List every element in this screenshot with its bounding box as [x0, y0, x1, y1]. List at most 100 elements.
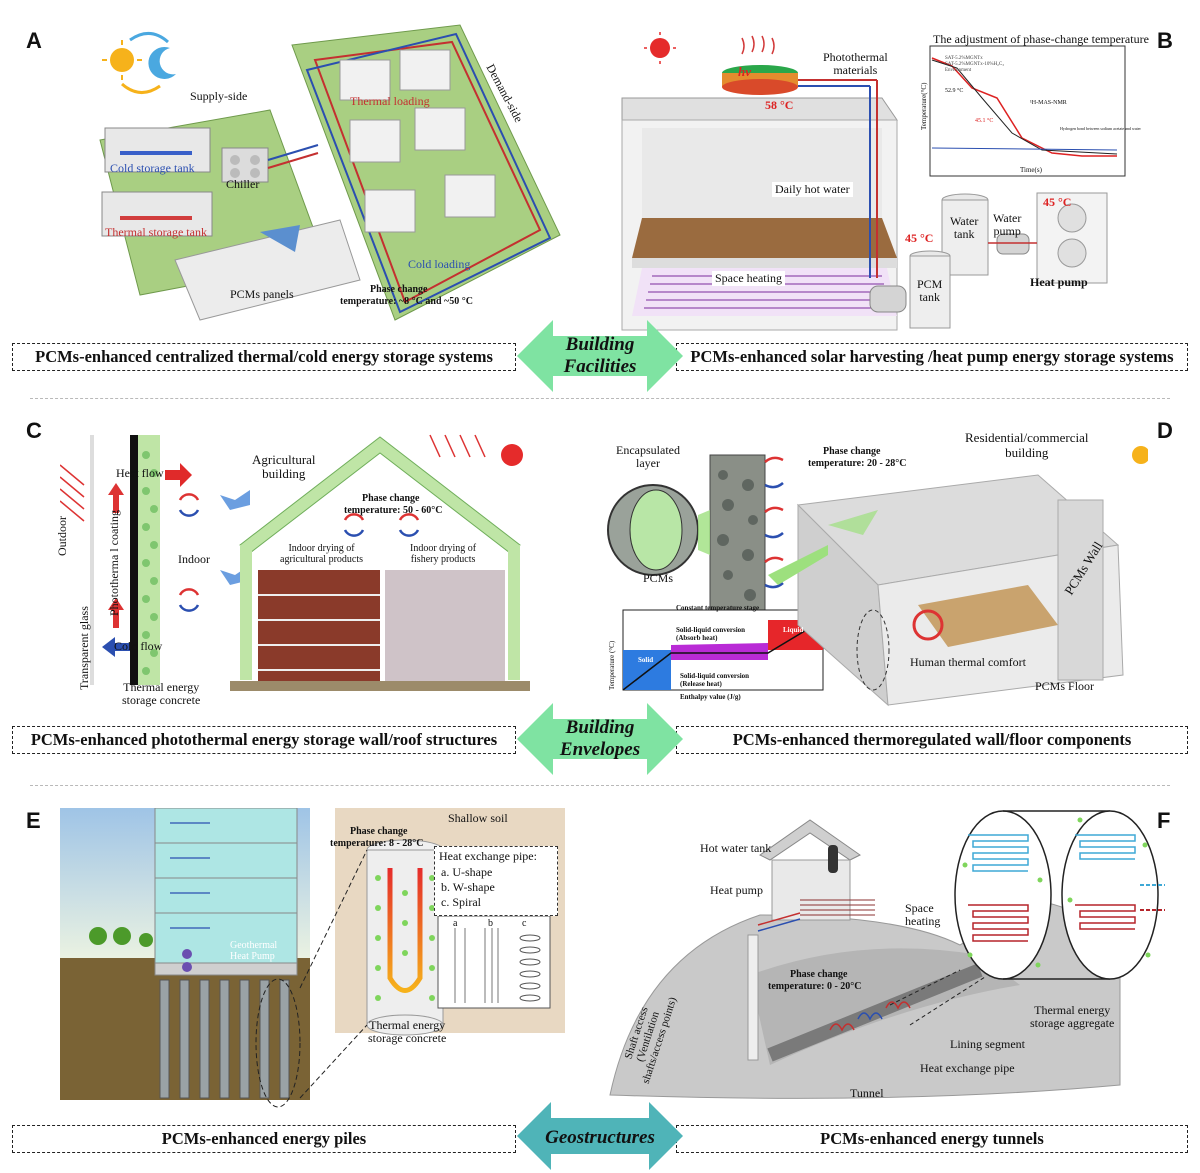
phase-change-label: Phase change — [790, 969, 848, 980]
chiller-label: Chiller — [226, 177, 260, 191]
panel-label-c: C — [26, 418, 42, 443]
panel-label-b: B — [1157, 28, 1173, 53]
day-night-icon — [102, 32, 176, 94]
pipe-type-item: b. W-shape — [441, 880, 495, 894]
panel-b-illustration — [621, 32, 1126, 331]
space-heating-label: Space heating — [712, 271, 785, 286]
phase-change-temp: temperature: 50 - 60°C — [344, 505, 443, 516]
pipe-types-title: Heat exchange pipe: — [439, 849, 537, 863]
heat-exchange-pipe-label: Heat exchange pipe — [920, 1061, 1015, 1075]
caption-e: PCMs-enhanced energy piles — [12, 1125, 516, 1153]
supply-side-label: Supply-side — [190, 89, 248, 103]
phase-change-label: Phase change — [823, 446, 881, 457]
section-divider — [30, 398, 1170, 399]
coating-label: Phototherma l coating — [107, 510, 121, 616]
panel-label-d: D — [1157, 418, 1173, 443]
temp-45-label: 45 °C — [1043, 195, 1072, 209]
thermal-tank-label: Thermal storage tank — [105, 225, 207, 239]
lining-segment-label: Lining segment — [950, 1037, 1025, 1051]
panel-a-illustration — [99, 24, 561, 321]
pipe-type-item: a. U-shape — [441, 865, 493, 879]
chart-annotation: ¹H-MAS-NMR — [1030, 100, 1067, 106]
liquid-label: Liquid — [783, 626, 804, 634]
caption-b: PCMs-enhanced solar harvesting /heat pum… — [676, 343, 1188, 371]
pipe-letter: c — [522, 918, 527, 929]
chart-annotation: 45.1 °C — [975, 118, 994, 124]
pipe-types-box: Heat exchange pipe: a. U-shape b. W-shap… — [434, 846, 558, 916]
section-divider — [30, 785, 1170, 786]
panel-c-illustration — [60, 434, 530, 691]
glass-label: Transparent glass — [77, 606, 91, 690]
pipe-type-item: c. Spiral — [441, 895, 481, 909]
tunnel-label: Tunnel — [850, 1086, 884, 1100]
release-label: Solid-liquid conversion(Release heat) — [680, 672, 750, 688]
outdoor-label: Outdoor — [55, 516, 69, 556]
shallow-soil-label: Shallow soil — [448, 811, 508, 825]
phase-change-temp: temperature: ~8 °C and ~50 °C — [340, 296, 473, 307]
cold-flow-label: Cold flow — [114, 639, 163, 653]
chart-xlabel: Time(s) — [1020, 166, 1042, 174]
absorb-label: Solid-liquid conversion(Absorb heat) — [676, 626, 746, 642]
caption-c: PCMs-enhanced photothermal energy storag… — [12, 726, 516, 754]
indoor-label: Indoor — [178, 552, 210, 566]
heat-pump-label: Heat pump — [1030, 275, 1088, 289]
cold-loading-label: Cold loading — [408, 257, 471, 271]
daily-hot-water-label: Daily hot water — [772, 182, 853, 197]
solid-label: Solid — [638, 656, 654, 664]
heat-pump-label: Heat pump — [710, 883, 763, 897]
panel-e-illustration — [60, 808, 565, 1108]
panel-d-illustration — [607, 446, 1148, 707]
pcms-label: PCMs — [643, 571, 674, 585]
hv-label: hv — [738, 64, 751, 79]
panel-label-a: A — [26, 28, 42, 53]
heat-flow-label: Heat flow — [116, 466, 164, 480]
pcm-floor-label: PCMs Floor — [1035, 679, 1095, 693]
temp-45-label: 45 °C — [905, 231, 934, 245]
caption-f: PCMs-enhanced energy tunnels — [676, 1125, 1188, 1153]
constant-stage-label: Constant temperature stage — [676, 604, 760, 612]
pcm-panels-label: PCMs panels — [230, 287, 294, 301]
phase-change-temp: temperature: 20 - 28°C — [808, 458, 907, 469]
phase-xlabel: Enthalpy value (J/g) — [680, 693, 741, 701]
hot-water-tank-label: Hot water tank — [700, 841, 772, 855]
phase-change-label: Phase change — [362, 493, 420, 504]
phase-change-label: Phase change — [370, 284, 428, 295]
chart-annotation: Hydrogen bond between sodium acetate and… — [1060, 126, 1141, 131]
caption-a: PCMs-enhanced centralized thermal/cold e… — [12, 343, 516, 371]
panel-label-f: F — [1157, 808, 1171, 833]
phase-ylabel: Temperature (°C) — [608, 640, 616, 690]
phase-change-temp: temperature: 8 - 28°C — [330, 838, 424, 849]
category-arrow-facilities — [517, 320, 683, 392]
chart-annotation: 52.9 °C — [945, 88, 964, 94]
category-arrow-envelopes — [517, 703, 683, 775]
category-arrow-geostructures — [517, 1102, 683, 1170]
chart-title: The adjustment of phase-change temperatu… — [933, 32, 1149, 46]
caption-d: PCMs-enhanced thermoregulated wall/floor… — [676, 726, 1188, 754]
thermal-loading-label: Thermal loading — [350, 94, 430, 108]
cold-tank-label: Cold storage tank — [110, 161, 195, 175]
category-geostructures-label: Geostructures — [545, 1127, 655, 1148]
chart-ylabel: Temperature(°C) — [920, 82, 928, 130]
phase-change-temp: temperature: 0 - 20°C — [768, 981, 862, 992]
panel-f-illustration — [609, 810, 1165, 1099]
thermal-comfort-label: Human thermal comfort — [910, 655, 1026, 669]
phase-change-label: Phase change — [350, 826, 408, 837]
panel-label-e: E — [26, 808, 41, 833]
pipe-letter: b — [488, 918, 493, 929]
